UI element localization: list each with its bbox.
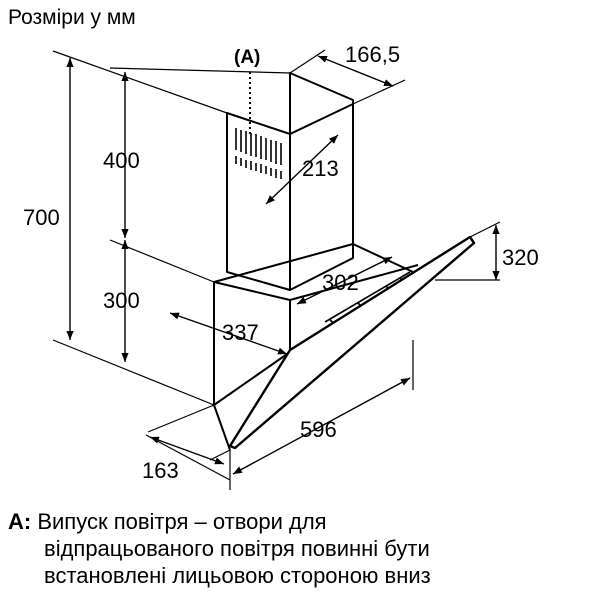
note-key: A:	[8, 509, 32, 534]
note-line-1: Випуск повітря – отвори для	[37, 509, 327, 534]
note-line-2: відпрацьованого повітря повинні бути	[44, 536, 430, 561]
dim-label-596: 596	[300, 417, 337, 442]
dim-line-163	[149, 436, 225, 465]
marker-a-label: (A)	[234, 47, 260, 68]
dim-label-337: 337	[222, 320, 259, 345]
dim-label-163: 163	[142, 458, 179, 483]
dim-line-596	[232, 377, 411, 475]
dimension-lines	[66, 55, 500, 475]
air-outlet-note: A: Випуск повітря – отвори для відпрацьо…	[8, 508, 598, 589]
dim-label-213: 213	[302, 156, 339, 181]
dim-line-337	[169, 312, 288, 355]
dim-label-1665: 166,5	[345, 42, 400, 67]
dim-label-302: 302	[322, 270, 359, 295]
dim-label-300: 300	[103, 288, 140, 313]
dim-label-700: 700	[23, 205, 60, 230]
dim-label-400: 400	[103, 148, 140, 173]
note-line-3: встановлені лицьовою стороною вниз	[44, 563, 431, 588]
drawing-title: Розміри у мм	[8, 6, 136, 29]
dim-line-1665	[317, 55, 394, 87]
dim-line-302	[296, 256, 393, 305]
dim-label-320: 320	[502, 245, 539, 270]
dim-line-213	[265, 134, 339, 205]
